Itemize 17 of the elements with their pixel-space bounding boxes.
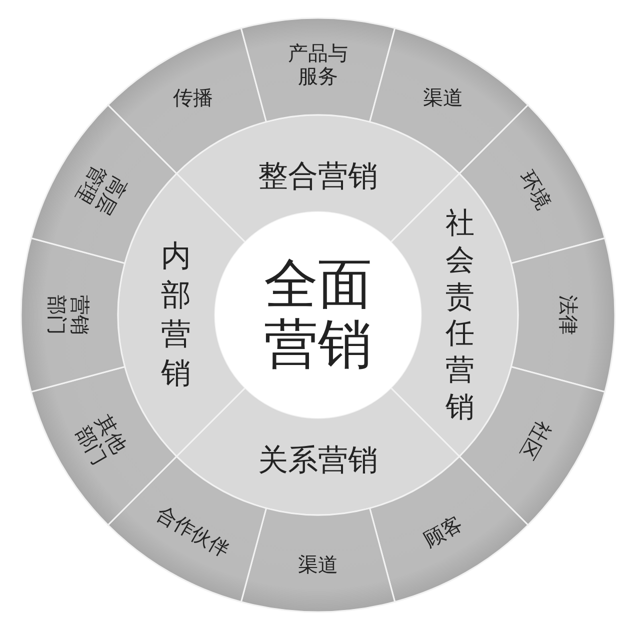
- segment-label: 社区: [514, 416, 554, 464]
- segment-label: 高层管理: [70, 160, 132, 221]
- segment-label: 合作伙伴: [152, 502, 234, 562]
- segment-label: 社会责任营销: [444, 204, 476, 426]
- center-label: 全面营销: [263, 254, 373, 376]
- segment-label: 渠道: [423, 86, 463, 110]
- segment-label: 渠道: [298, 554, 338, 576]
- segment-label: 内部营销: [160, 238, 192, 393]
- segment-label: 传播: [173, 86, 213, 110]
- segment-label: 法律: [556, 295, 580, 335]
- segment-label: 其他部门: [70, 410, 132, 471]
- segment-label: 营销部门: [45, 294, 91, 337]
- segment-label: 产品与服务: [287, 42, 349, 88]
- segment-label: 环境: [514, 166, 554, 214]
- segment-label: 整合营销: [258, 159, 378, 195]
- segment-label: 关系营销: [258, 443, 378, 479]
- segment-label: 顾客: [420, 512, 466, 552]
